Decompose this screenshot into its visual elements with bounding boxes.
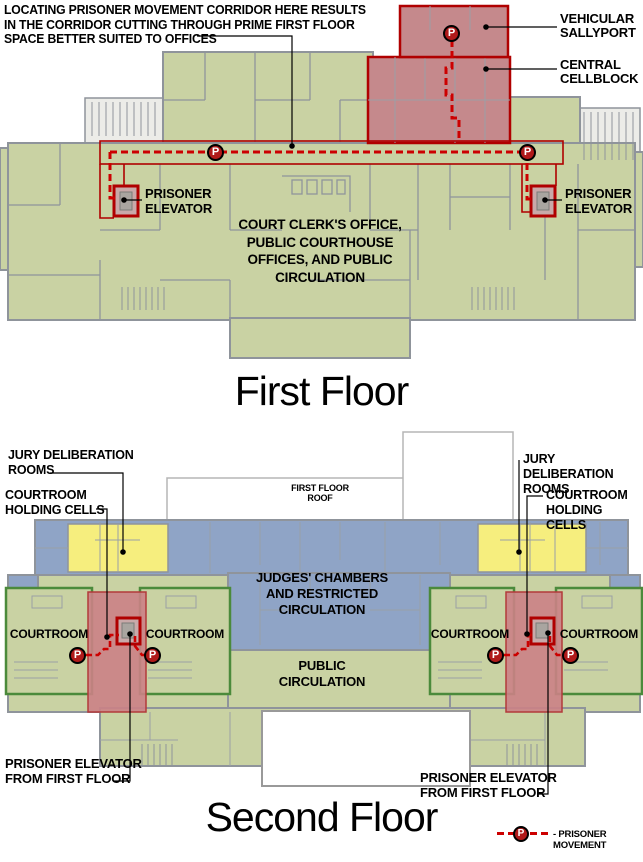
jury-rooms-right-label: JURY DELIBERATION ROOMS bbox=[523, 452, 614, 496]
first-floor-roof-outline bbox=[166, 431, 514, 521]
public-circulation-label: PUBLIC CIRCULATION bbox=[278, 658, 366, 689]
first-floor-roof-label: FIRST FLOOR ROOF bbox=[291, 483, 349, 503]
jury-rooms-left-label: JURY DELIBERATION ROOMS bbox=[8, 448, 134, 477]
second-floor-interior-walls bbox=[35, 522, 628, 766]
court-clerk-label: COURT CLERK'S OFFICE, PUBLIC COURTHOUSE … bbox=[238, 217, 402, 285]
courtroom-label-2: COURTROOM bbox=[145, 627, 225, 641]
prisoner-p-icon: P bbox=[443, 25, 460, 42]
annotation-line-1: LOCATING PRISONER MOVEMENT CORRIDOR HERE… bbox=[4, 2, 366, 17]
prisoner-corridor-outline bbox=[99, 140, 564, 219]
prisoner-elevator-from-first-right-label: PRISONER ELEVATOR FROM FIRST FLOOR bbox=[420, 770, 557, 800]
second-floor-leader-lines bbox=[50, 460, 551, 795]
judges-chambers-label: JUDGES' CHAMBERS AND RESTRICTED CIRCULAT… bbox=[255, 570, 389, 617]
courtroom-label-1: COURTROOM bbox=[9, 627, 89, 641]
second-floor-title: Second Floor bbox=[205, 794, 439, 840]
first-floor-footprint bbox=[0, 51, 643, 359]
prisoner-p-icon: P bbox=[513, 826, 529, 842]
second-floor-plan-svg bbox=[4, 431, 643, 795]
holding-cells-region bbox=[87, 591, 563, 713]
annotation-note: LOCATING PRISONER MOVEMENT CORRIDOR HERE… bbox=[4, 2, 366, 47]
courtroom-label-4: COURTROOM bbox=[559, 627, 639, 641]
holding-cells-right-label: COURTROOM HOLDING CELLS bbox=[546, 488, 628, 532]
first-floor-plan-svg bbox=[0, 4, 643, 359]
legend-label: - PRISONER MOVEMENT bbox=[553, 829, 607, 851]
vehicular-sallyport-label: VEHICULAR SALLYPORT bbox=[560, 11, 636, 40]
first-floor-title: First Floor bbox=[234, 368, 410, 414]
prisoner-p-icon: P bbox=[487, 647, 504, 664]
prisoner-elevator-from-first-left-label: PRISONER ELEVATOR FROM FIRST FLOOR bbox=[5, 756, 142, 786]
atrium-opening bbox=[261, 710, 471, 787]
prisoner-elevator-left-label: PRISONER ELEVATOR bbox=[145, 186, 213, 216]
prisoner-p-icon: P bbox=[144, 647, 161, 664]
prisoner-p-icon: P bbox=[69, 647, 86, 664]
jury-rooms-region bbox=[67, 523, 587, 573]
courtrooms-region bbox=[4, 586, 643, 696]
courtroom-label-3: COURTROOM bbox=[430, 627, 510, 641]
first-floor-leader-lines bbox=[121, 24, 562, 203]
prisoner-elevator-right-box-2f bbox=[529, 616, 556, 646]
annotation-line-3: SPACE BETTER SUITED TO OFFICES bbox=[4, 31, 217, 46]
prisoner-p-icon: P bbox=[562, 647, 579, 664]
annotation-line-2: IN THE CORRIDOR CUTTING THROUGH PRIME FI… bbox=[4, 16, 355, 32]
prisoner-movement-path-first-floor bbox=[108, 40, 533, 201]
central-cellblock-region bbox=[366, 55, 512, 145]
first-floor-interior-walls bbox=[8, 52, 635, 320]
central-cellblock-label: CENTRAL CELLBLOCK bbox=[560, 57, 639, 86]
prisoner-p-icon: P bbox=[519, 144, 536, 161]
holding-cells-left-label: COURTROOM HOLDING CELLS bbox=[5, 488, 105, 517]
prisoner-p-icon: P bbox=[207, 144, 224, 161]
prisoner-elevator-left-box-2f bbox=[115, 616, 142, 646]
prisoner-elevator-right-label: PRISONER ELEVATOR bbox=[565, 186, 633, 216]
